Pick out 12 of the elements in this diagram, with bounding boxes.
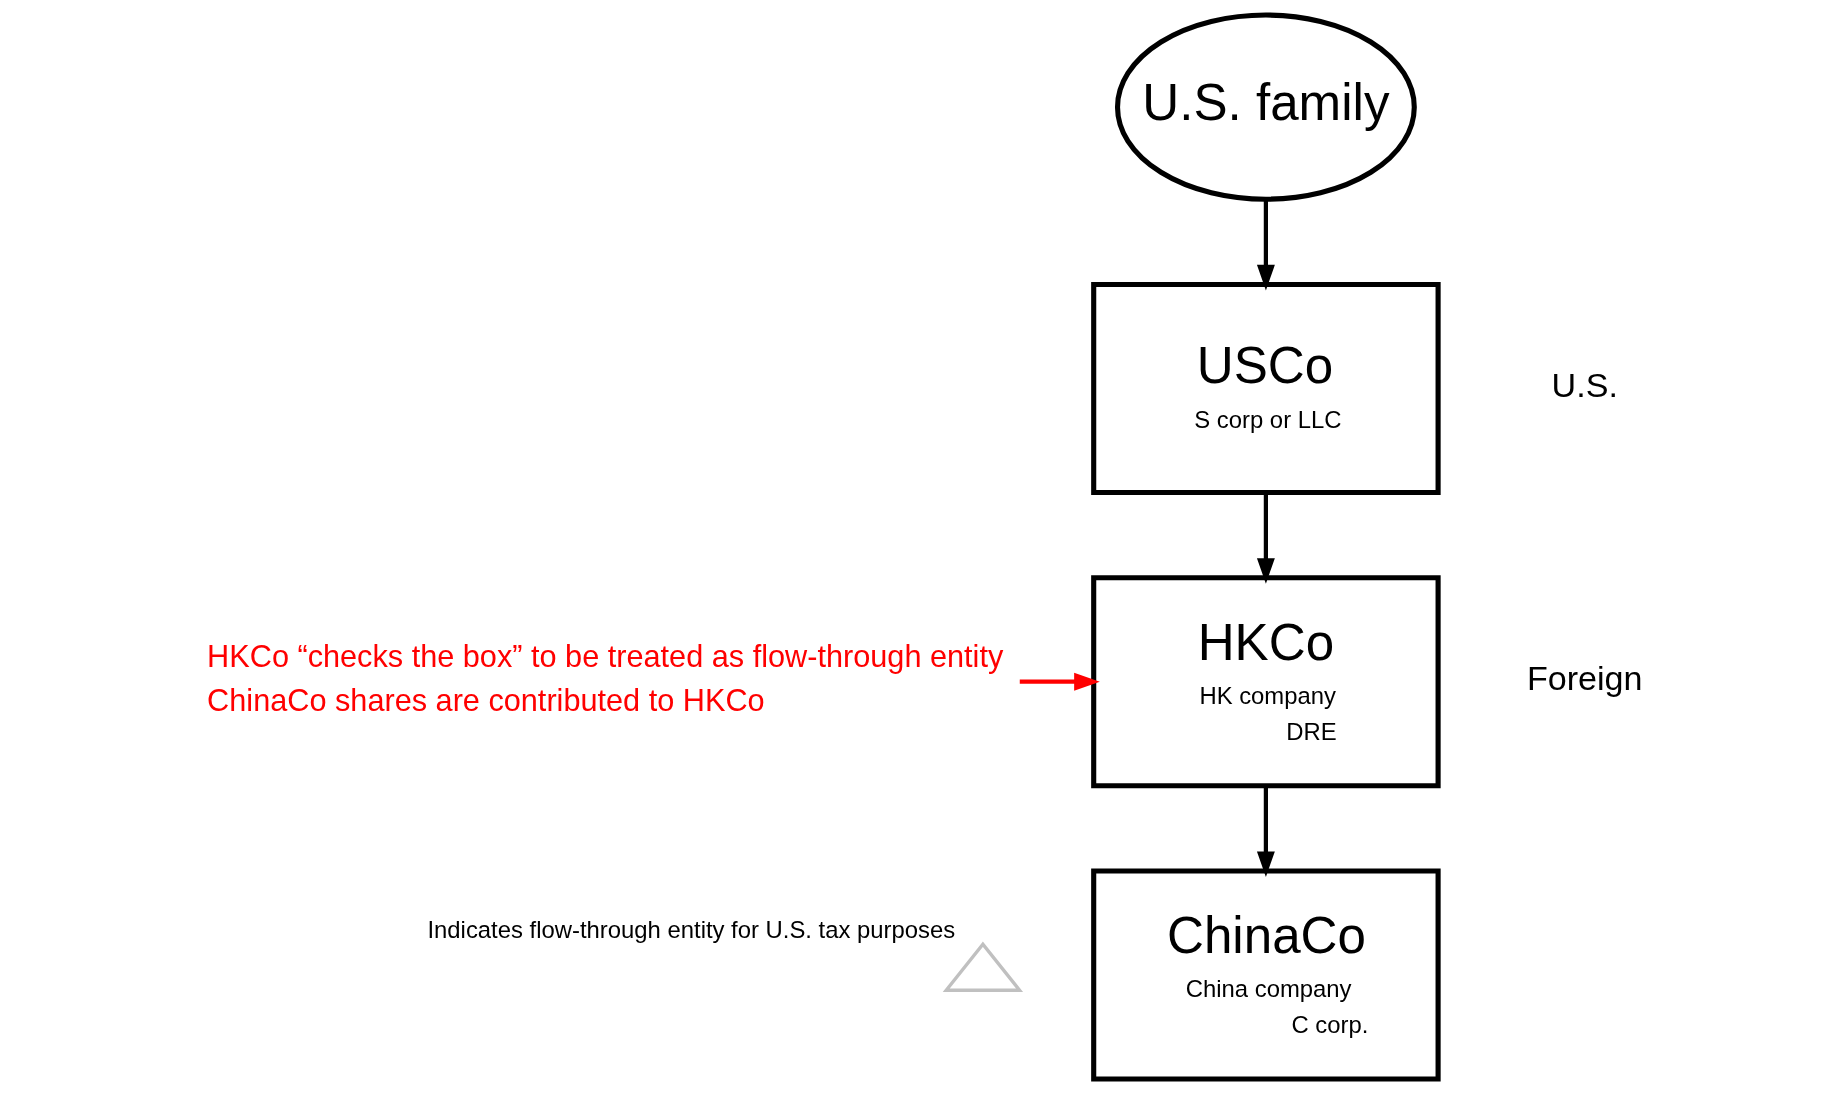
arrow [1256,493,1275,584]
arrow [1019,672,1100,691]
label: Foreign [1526,659,1643,698]
node-box: USCo S corp or LLC [1091,281,1441,495]
arrow [1256,786,1275,877]
node-box: HKCo HK company DRE [1091,575,1441,789]
label: U.S. [1551,365,1618,404]
node-text: HKCo “checks the box” to be treated as flow-through entity ChinaCo shares are contributed to HKCo [207,639,1004,719]
arrow [1256,199,1275,291]
node-box: ChinaCo China company C corp. [1091,868,1441,1082]
node-ellipse: U.S. family [1114,12,1417,202]
legend-label: Indicates flow-through entity for U.S. tax purposes [427,915,956,943]
